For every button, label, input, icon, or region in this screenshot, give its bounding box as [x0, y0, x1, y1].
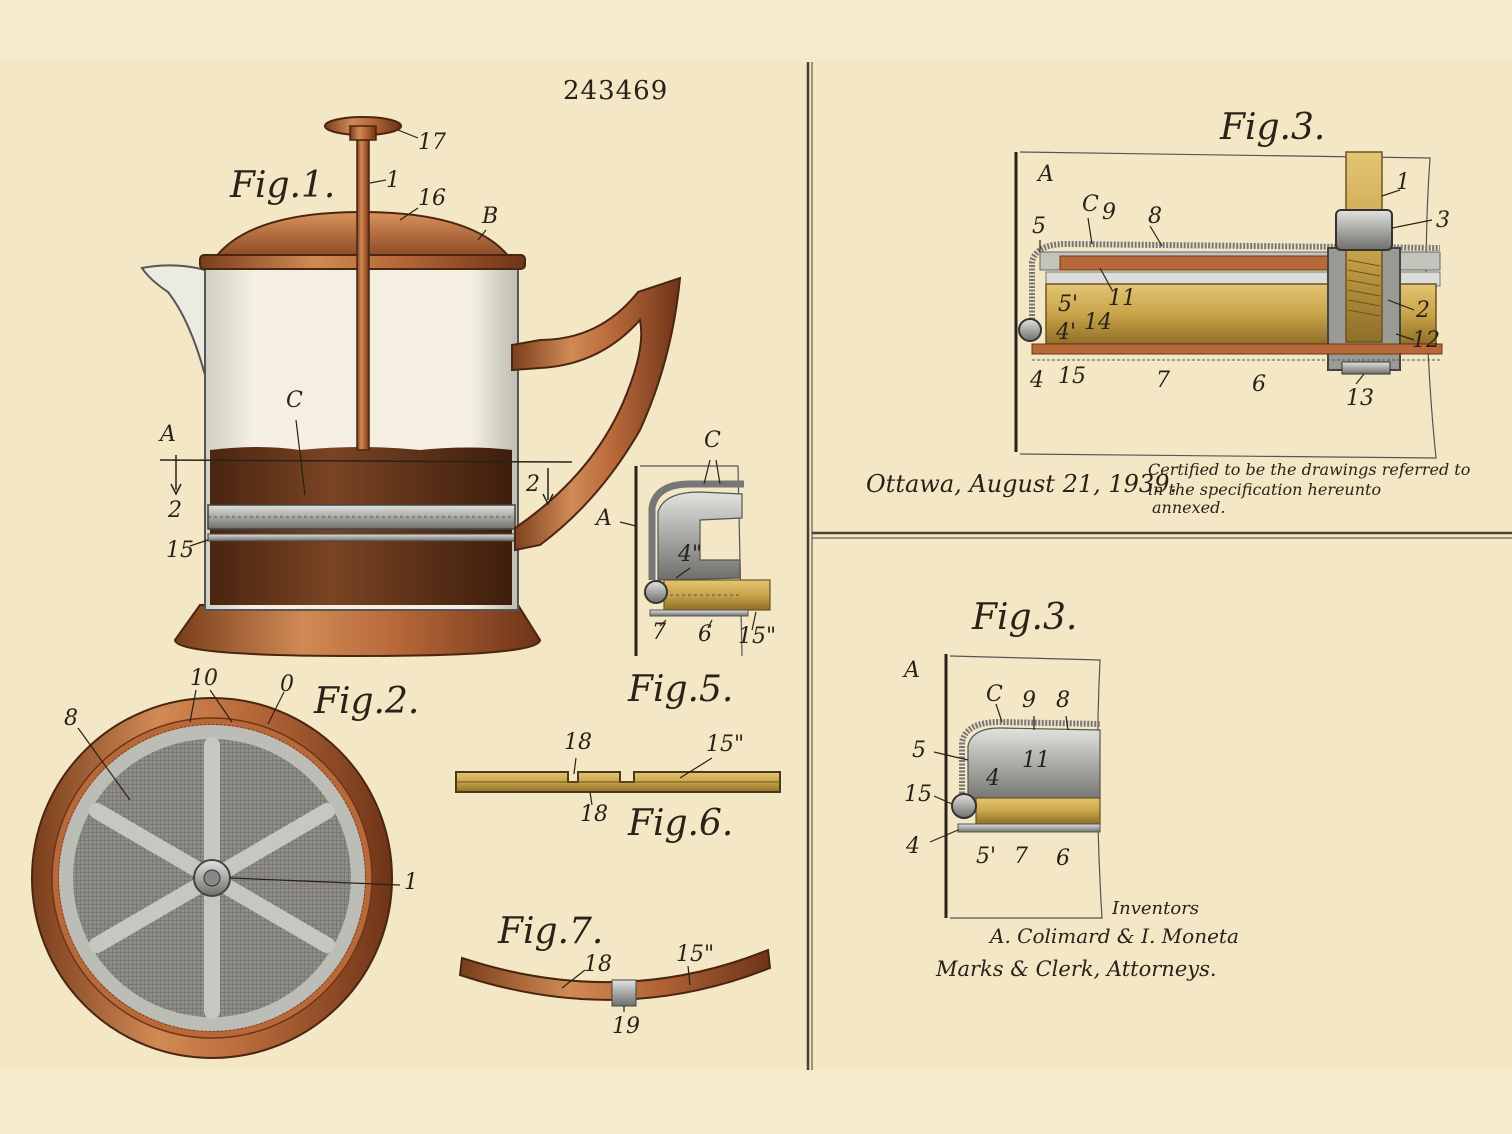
fig6-label: 18 — [564, 730, 592, 755]
fig3a-label: 13 — [1346, 386, 1374, 411]
fig3b-label: C — [986, 682, 1003, 707]
fig2-filter-wheel — [31, 689, 401, 1059]
fig3a-label: 7 — [1156, 368, 1170, 393]
fig5-section-detail — [619, 459, 771, 657]
fig3a-label: 8 — [1148, 204, 1162, 229]
fig3a-label: 5 — [1032, 214, 1046, 239]
inscription-date: Ottawa, August 21, 1939. — [866, 470, 1178, 498]
fig1-label: 15 — [166, 538, 194, 563]
fig3b-label: 7 — [1014, 844, 1028, 869]
fig3b-label: A — [904, 658, 920, 683]
fig3a-label: 4' — [1056, 320, 1077, 345]
fig1-label: 2 — [526, 472, 540, 497]
fig3a-label: 5' — [1058, 292, 1079, 317]
fig2-label: 8 — [64, 706, 78, 731]
fig3b-label: 5 — [912, 738, 926, 763]
fig6-label: 18 — [580, 802, 608, 827]
fig3a-label: C — [1082, 192, 1099, 217]
fig3-upper-section — [1014, 151, 1443, 459]
fig3b-label: 4 — [906, 834, 920, 859]
fig7-label: 19 — [612, 1014, 640, 1039]
fig3-upper-title: Fig.3. — [1220, 107, 1326, 148]
fig3b-label: 5' — [976, 844, 997, 869]
patent-number: 243469 — [563, 76, 669, 106]
fig5-label: 4" — [678, 542, 703, 567]
fig7-label: 15" — [676, 942, 715, 967]
fig5-label: 6 — [698, 622, 712, 647]
fig3b-label: 15 — [904, 782, 932, 807]
fig3b-label: 6 — [1056, 846, 1070, 871]
fig7-label: 18 — [584, 952, 612, 977]
fig3a-label: 2 — [1416, 298, 1430, 323]
fig3a-label: 6 — [1252, 372, 1266, 397]
fig3a-label: 3 — [1436, 208, 1450, 233]
fig1-coffee-press — [140, 116, 682, 658]
fig3a-label: 1 — [1396, 170, 1410, 195]
inscription-certified-line: in the specification hereunto — [1148, 480, 1382, 499]
inscription-inventors-label: Inventors — [1112, 898, 1200, 919]
fig5-label: A — [596, 506, 612, 531]
fig3a-label: 9 — [1102, 200, 1116, 225]
fig6-label: 15" — [706, 732, 745, 757]
fig6-strip — [455, 757, 781, 806]
fig1-label: 16 — [418, 186, 446, 211]
fig1-label: C — [286, 388, 303, 413]
fig5-label: 15" — [738, 624, 777, 649]
fig2-title: Fig.2. — [314, 681, 420, 722]
fig3b-label: 9 — [1022, 688, 1036, 713]
fig7-title: Fig.7. — [498, 911, 604, 952]
sheet-dividers — [806, 62, 1512, 1070]
fig5-label: 7 — [652, 620, 666, 645]
fig2-label: 1 — [404, 870, 418, 895]
fig3-lower-section — [929, 654, 1103, 919]
fig1-label: B — [482, 204, 499, 229]
fig1-label: 1 — [386, 168, 400, 193]
fig3b-label: 11 — [1022, 748, 1050, 773]
fig7-curved-strip — [458, 948, 772, 1012]
fig3-lower-title: Fig.3. — [972, 597, 1078, 638]
fig1-label: 17 — [418, 130, 446, 155]
inscription-certified-line: annexed. — [1152, 498, 1226, 517]
fig3b-label: 4 — [986, 766, 1000, 791]
fig6-title: Fig.6. — [628, 803, 734, 844]
fig3a-label: 14 — [1084, 310, 1112, 335]
fig5-title: Fig.5. — [628, 669, 734, 710]
fig5-label: C — [704, 428, 721, 453]
fig3a-label: 11 — [1108, 286, 1136, 311]
inscription-attorneys: Marks & Clerk, Attorneys. — [936, 957, 1217, 981]
fig3a-label: 12 — [1412, 328, 1440, 353]
fig2-label: 0 — [280, 672, 294, 697]
fig3a-label: 15 — [1058, 364, 1086, 389]
fig3b-label: 8 — [1056, 688, 1070, 713]
fig3a-label: A — [1038, 162, 1054, 187]
fig3a-label: 4 — [1030, 368, 1044, 393]
inscription-inventors: A. Colimard & I. Moneta — [990, 924, 1239, 948]
fig2-label: 10 — [190, 666, 218, 691]
inscription-certified-line: Certified to be the drawings referred to — [1148, 460, 1471, 479]
fig1-title: Fig.1. — [230, 165, 336, 206]
fig1-label: 2 — [168, 498, 182, 523]
fig1-label: A — [160, 422, 176, 447]
